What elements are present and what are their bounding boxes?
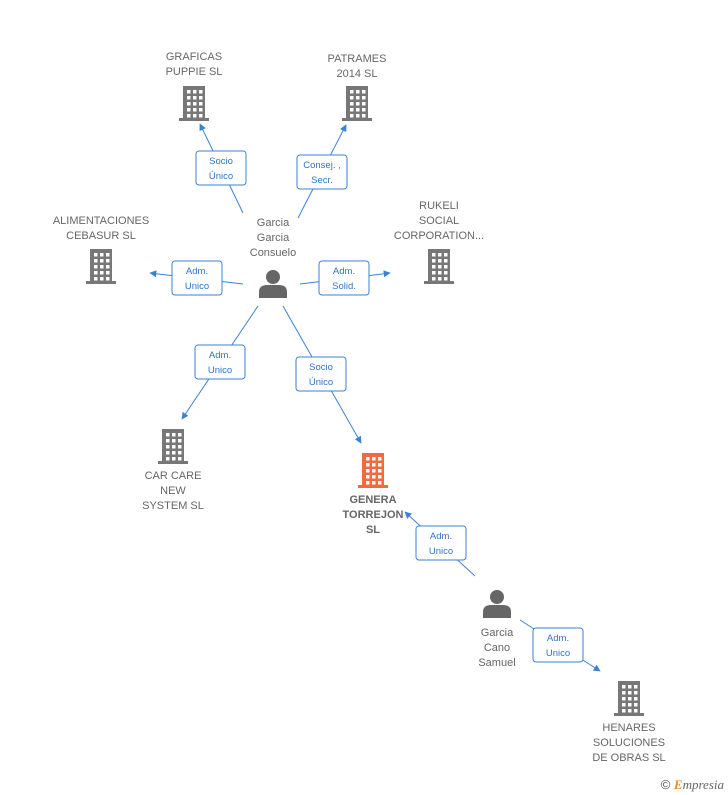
- company-node-genera[interactable]: GENERA TORREJON SL: [343, 453, 404, 536]
- empresia-logo: Empresia: [673, 777, 724, 792]
- relation-label-text: Único: [309, 377, 333, 388]
- edge-garcia_consuelo-to-alimentaciones: Adm. Unico: [149, 260, 244, 296]
- node-label: Samuel: [478, 657, 515, 669]
- node-label: CORPORATION...: [394, 230, 484, 242]
- building-icon: [358, 453, 388, 488]
- relation-label-text: Adm.: [186, 266, 208, 277]
- person-icon: [259, 270, 287, 298]
- node-label: TORREJON: [343, 509, 404, 521]
- node-label: SOLUCIONES: [593, 737, 665, 749]
- node-label: SYSTEM SL: [142, 500, 204, 512]
- node-label: 2014 SL: [337, 68, 378, 80]
- node-label: Consuelo: [250, 247, 296, 259]
- building-icon: [424, 249, 454, 284]
- node-label: Garcia: [257, 232, 290, 244]
- node-label: GRAFICAS: [166, 51, 222, 63]
- relation-label-box[interactable]: [194, 344, 246, 380]
- relation-label-text: Adm.: [209, 350, 231, 361]
- relation-label-text: Solid.: [332, 281, 356, 292]
- edge-garcia_consuelo-to-carcare: Adm. Unico: [181, 305, 259, 420]
- building-icon: [342, 86, 372, 121]
- node-label: PUPPIE SL: [166, 66, 223, 78]
- building-icon: [179, 86, 209, 121]
- relation-label-text: Socio: [209, 156, 233, 167]
- person-icon: [483, 590, 511, 618]
- relation-label-box[interactable]: [195, 150, 247, 186]
- relation-label-box[interactable]: [295, 356, 347, 392]
- building-icon: [614, 681, 644, 716]
- relation-label-text: Adm.: [430, 531, 452, 542]
- node-label: CAR CARE: [145, 470, 202, 482]
- relation-label-text: Adm.: [547, 633, 569, 644]
- node-label: GENERA: [349, 494, 396, 506]
- relation-label-text: Único: [209, 171, 233, 182]
- relation-label-text: Unico: [185, 281, 209, 292]
- relation-label-box[interactable]: [318, 260, 370, 296]
- node-label: SOCIAL: [419, 215, 459, 227]
- relation-label-box[interactable]: [296, 154, 348, 190]
- building-icon: [86, 249, 116, 284]
- edge-garcia_consuelo-to-rukeli: Adm. Solid.: [299, 260, 391, 296]
- company-node-carcare[interactable]: CAR CARE NEW SYSTEM SL: [142, 429, 204, 512]
- company-node-henares[interactable]: HENARES SOLUCIONES DE OBRAS SL: [592, 681, 666, 764]
- footer-brand: © Empresia: [661, 777, 724, 793]
- relation-label-text: Unico: [208, 365, 232, 376]
- relation-label-text: Socio: [309, 362, 333, 373]
- relation-label-text: Consej. ,: [303, 160, 341, 171]
- relation-label-text: Unico: [546, 648, 570, 659]
- node-label: ALIMENTACIONES: [53, 215, 149, 227]
- node-label: DE OBRAS SL: [592, 752, 665, 764]
- company-node-patrames[interactable]: PATRAMES 2014 SL: [328, 53, 387, 121]
- node-label: Cano: [484, 642, 510, 654]
- node-label: Garcia: [481, 627, 514, 639]
- company-node-rukeli[interactable]: RUKELI SOCIAL CORPORATION...: [394, 200, 484, 284]
- relation-label-box[interactable]: [171, 260, 223, 296]
- relation-label-text: Adm.: [333, 266, 355, 277]
- edge-garcia_cano-to-henares: Adm. Unico: [519, 619, 601, 672]
- node-label: NEW: [160, 485, 186, 497]
- relation-label-box[interactable]: [415, 525, 467, 561]
- relation-label-box[interactable]: [532, 627, 584, 663]
- node-label: HENARES: [602, 722, 655, 734]
- edge-garcia_cano-to-genera: Adm. Unico: [404, 511, 476, 577]
- node-label: PATRAMES: [328, 53, 387, 65]
- company-node-graficas[interactable]: GRAFICAS PUPPIE SL: [166, 51, 223, 121]
- node-label: RUKELI: [419, 200, 459, 212]
- edge-garcia_consuelo-to-patrames: Consej. , Secr.: [296, 124, 348, 219]
- copyright-icon: ©: [660, 777, 671, 792]
- building-icon: [158, 429, 188, 464]
- node-label: CEBASUR SL: [66, 230, 136, 242]
- node-label: Garcia: [257, 217, 290, 229]
- node-label: SL: [366, 524, 380, 536]
- relation-label-text: Secr.: [311, 175, 333, 186]
- relation-label-text: Unico: [429, 546, 453, 557]
- company-node-alimentaciones[interactable]: ALIMENTACIONES CEBASUR SL: [53, 215, 149, 284]
